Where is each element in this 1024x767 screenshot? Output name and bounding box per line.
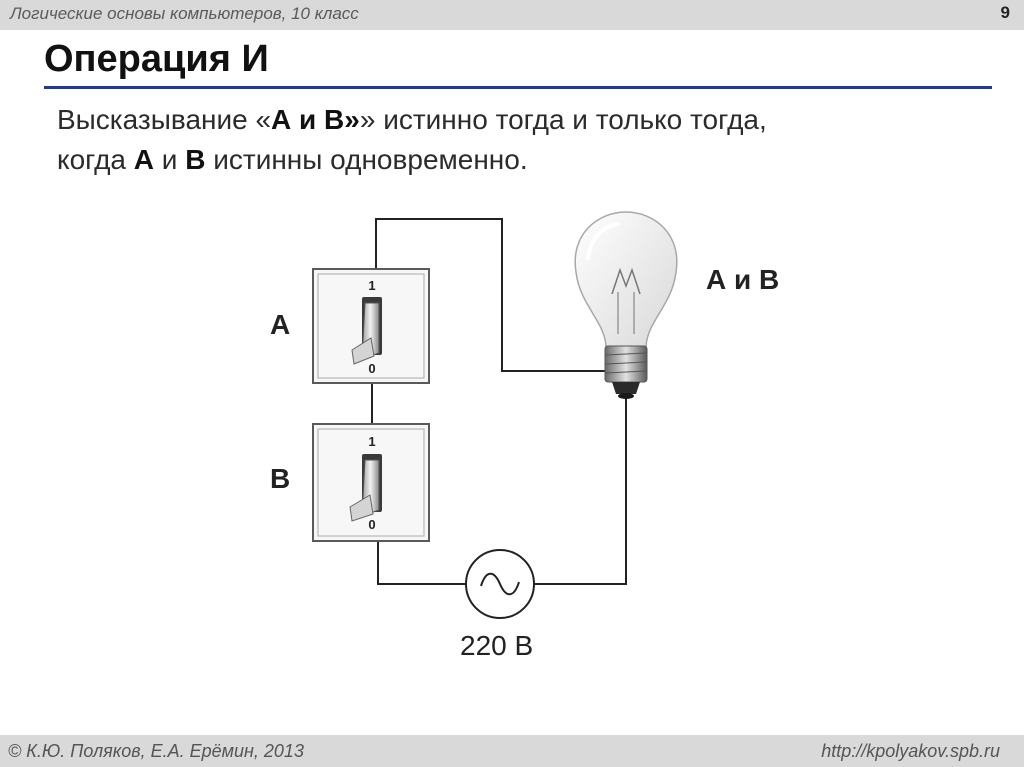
slide-number: 9 [1000, 3, 1010, 22]
course-title: Логические основы компьютеров, 10 класс [10, 4, 359, 23]
statement: Высказывание «А и В»» истинно тогда и то… [57, 104, 767, 175]
switch-a-off-mark: 0 [368, 361, 375, 376]
wires [371, 218, 627, 585]
wire-switch-b-to-source [377, 541, 466, 585]
lamp-label: А и В [706, 264, 780, 295]
switch-a-on-mark: 1 [368, 278, 375, 293]
wire-switch-a-to-lamp [375, 218, 610, 372]
light-bulb [574, 211, 678, 399]
top-bar [0, 0, 1024, 30]
slide-title: Операция И [44, 38, 269, 80]
wire-source-to-lamp [534, 398, 627, 585]
switch-b-label: В [270, 463, 291, 494]
switch-b-on-mark: 1 [368, 434, 375, 449]
switch-a [312, 268, 430, 384]
switch-a-label: А [270, 309, 291, 340]
title-underline [44, 86, 992, 89]
footer-authors: © К.Ю. Поляков, Е.А. Ерёмин, 2013 [8, 741, 304, 761]
source-voltage-label: 220 В [460, 630, 534, 661]
switch-b-off-mark: 0 [368, 517, 375, 532]
bottom-bar [0, 735, 1024, 767]
switch-b [312, 423, 430, 542]
footer-site-link[interactable]: http://kpolyakov.spb.ru [821, 741, 1000, 761]
ac-source-symbol [465, 549, 535, 619]
